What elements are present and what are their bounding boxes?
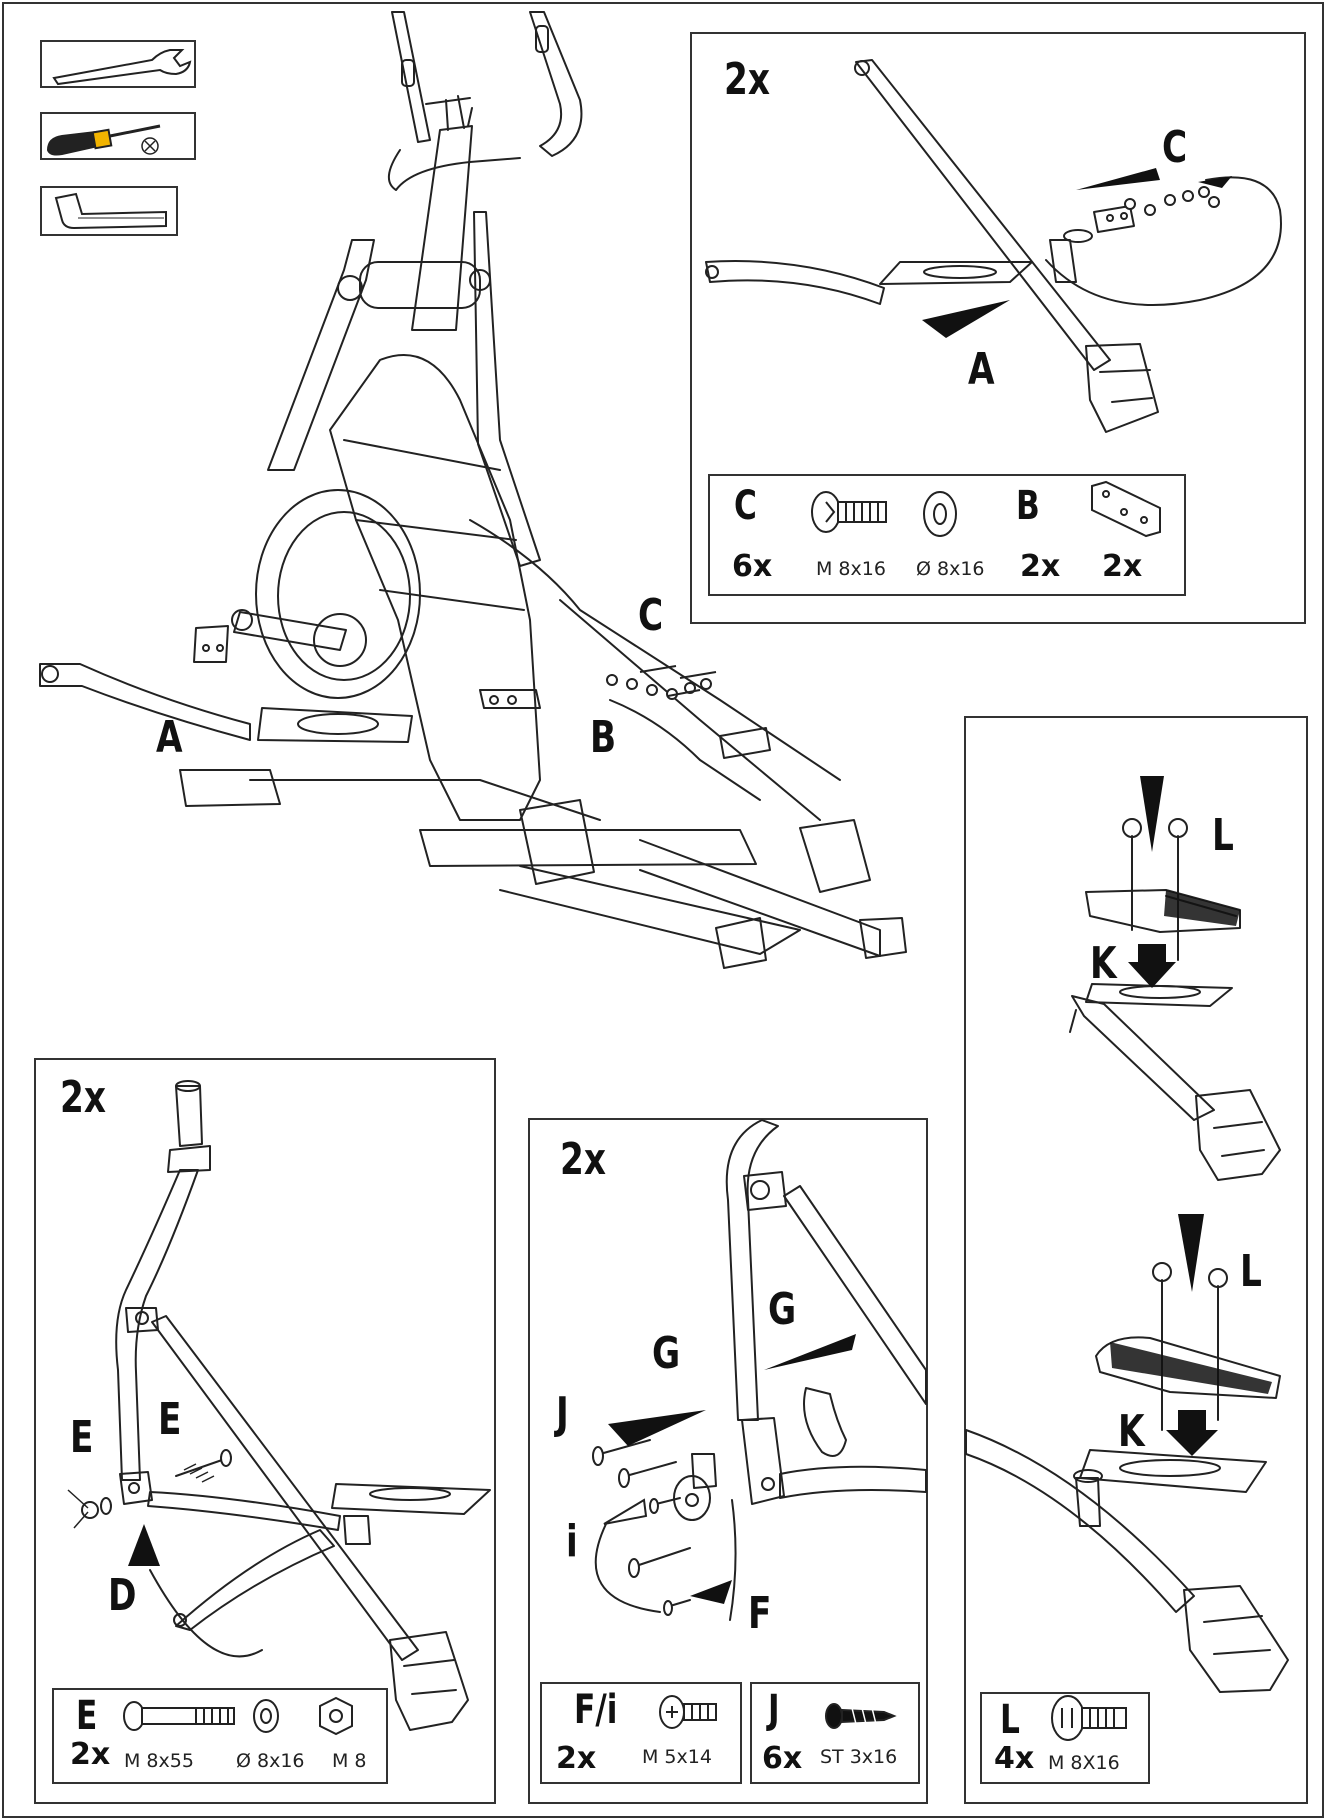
- screwdriver-icon: [42, 114, 198, 162]
- panel-bottom-mid-label-g-right: G: [768, 1284, 797, 1335]
- panel-bottom-mid-label-f: F: [748, 1588, 772, 1639]
- legend-spec-l: M 8X16: [1048, 1752, 1120, 1774]
- legend-letter-c: C: [734, 483, 757, 529]
- legend-letter-fi: F/i: [574, 1687, 618, 1733]
- panel-bottom-left-label-d: D: [108, 1570, 137, 1621]
- legend-letter-j: J: [768, 1687, 780, 1733]
- panel-bottom-mid-qty: 2x: [560, 1134, 607, 1185]
- legend-qty-b-left: 2x: [1020, 549, 1061, 584]
- parts-legend-bottom-mid-j: [750, 1682, 920, 1784]
- legend-spec-washer-e: Ø 8x16: [236, 1750, 305, 1772]
- panel-bottom-mid: [528, 1118, 928, 1804]
- panel-bottom-left-label-e-left: E: [70, 1412, 94, 1463]
- panel-bottom-mid-label-i: i: [566, 1516, 578, 1567]
- panel-bottom-left-qty: 2x: [60, 1072, 107, 1123]
- parts-legend-bottom-left: [52, 1688, 388, 1784]
- label-main-a: A: [156, 712, 183, 763]
- panel-right-label-k-bottom: K: [1118, 1406, 1145, 1457]
- legend-qty-l: 4x: [994, 1741, 1035, 1776]
- panel-top-right: [690, 32, 1306, 624]
- panel-bottom-mid-label-j: J: [556, 1388, 569, 1439]
- tool-box-wrench: [40, 40, 196, 88]
- legend-letter-e: E: [76, 1693, 98, 1739]
- legend-qty-fi: 2x: [556, 1741, 597, 1776]
- legend-qty-b-right: 2x: [1102, 549, 1143, 584]
- panel-right: [964, 716, 1308, 1804]
- panel-right-label-k-top: K: [1090, 938, 1117, 989]
- panel-bottom-left: [34, 1058, 496, 1804]
- legend-spec-washer-c: Ø 8x16: [916, 558, 985, 580]
- label-main-b: B: [590, 712, 617, 763]
- label-main-c: C: [638, 590, 664, 641]
- legend-qty-c: 6x: [732, 549, 773, 584]
- hex-key-icon: [42, 188, 180, 238]
- legend-letter-l: L: [1000, 1697, 1020, 1743]
- tool-box-hex-key: [40, 186, 178, 236]
- legend-qty-j: 6x: [762, 1741, 803, 1776]
- legend-spec-fi: M 5x14: [642, 1746, 712, 1768]
- panel-top-right-label-a: A: [968, 344, 995, 395]
- wrench-icon: [42, 42, 198, 90]
- panel-right-label-l-top: L: [1212, 810, 1234, 861]
- panel-right-label-l-bottom: L: [1240, 1246, 1262, 1297]
- legend-qty-e: 2x: [70, 1737, 111, 1772]
- panel-top-right-qty: 2x: [724, 54, 771, 105]
- parts-legend-right: [980, 1692, 1150, 1784]
- legend-spec-j: ST 3x16: [820, 1746, 898, 1768]
- legend-spec-nut-e: M 8: [332, 1750, 367, 1772]
- panel-bottom-left-label-e-right: E: [158, 1394, 182, 1445]
- legend-spec-bolt-e: M 8x55: [124, 1750, 194, 1772]
- legend-letter-b: B: [1016, 483, 1040, 529]
- panel-bottom-mid-label-g-left: G: [652, 1328, 681, 1379]
- parts-legend-bottom-mid-fi: [540, 1682, 742, 1784]
- parts-legend-top-right: [708, 474, 1186, 596]
- panel-top-right-label-c: C: [1162, 122, 1188, 173]
- legend-spec-bolt-c: M 8x16: [816, 558, 886, 580]
- tool-box-screwdriver: [40, 112, 196, 160]
